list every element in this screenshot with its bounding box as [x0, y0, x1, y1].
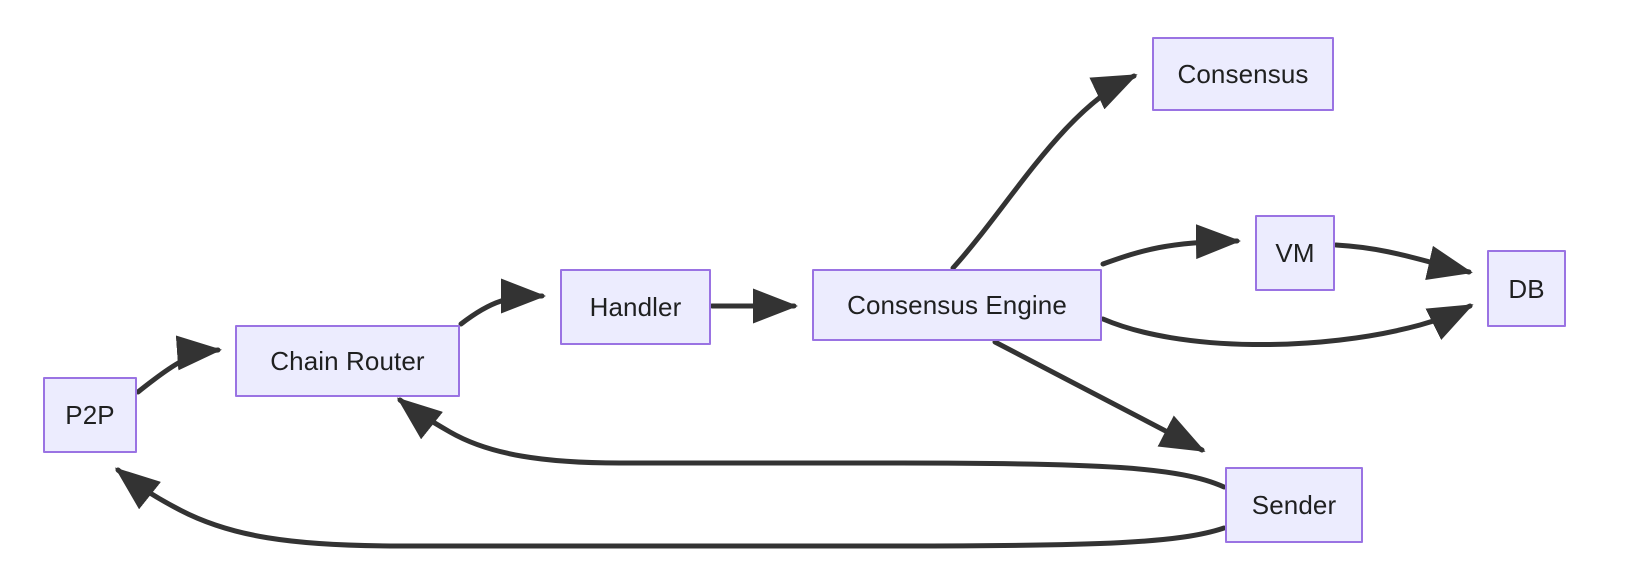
node-consensus-label: Consensus — [1177, 59, 1309, 89]
node-consensus[interactable]: Consensus — [1152, 37, 1334, 111]
edge-vm-to-db — [1333, 242, 1473, 280]
node-consensus-engine[interactable]: Consensus Engine — [812, 269, 1102, 341]
node-sender-label: Sender — [1251, 490, 1337, 520]
node-db-label: DB — [1508, 273, 1545, 304]
node-p2p[interactable]: P2P — [43, 377, 137, 453]
node-sender[interactable]: Sender — [1225, 467, 1363, 543]
node-vm-label: VM — [1275, 238, 1315, 268]
edge-consensus-engine-to-consensus — [950, 73, 1138, 271]
node-consensus-engine-label: Consensus Engine — [847, 290, 1067, 320]
edge-sender-to-chain-router — [396, 397, 1227, 490]
edge-chain-router-to-handler — [458, 278, 547, 327]
edge-consensus-engine-to-vm — [1100, 224, 1241, 267]
edge-consensus-engine-to-sender — [992, 339, 1206, 453]
node-handler[interactable]: Handler — [560, 269, 711, 345]
edge-sender-to-p2p — [114, 467, 1227, 549]
node-chain-router[interactable]: Chain Router — [235, 325, 460, 397]
node-chain-router-label: Chain Router — [270, 346, 425, 376]
node-vm[interactable]: VM — [1255, 215, 1335, 291]
edge-consensus-engine-to-db — [1100, 303, 1474, 348]
edge-p2p-to-chain-router — [135, 335, 222, 395]
node-db[interactable]: DB — [1487, 250, 1566, 327]
node-handler-label: Handler — [589, 292, 682, 322]
node-p2p-label: P2P — [65, 400, 115, 430]
